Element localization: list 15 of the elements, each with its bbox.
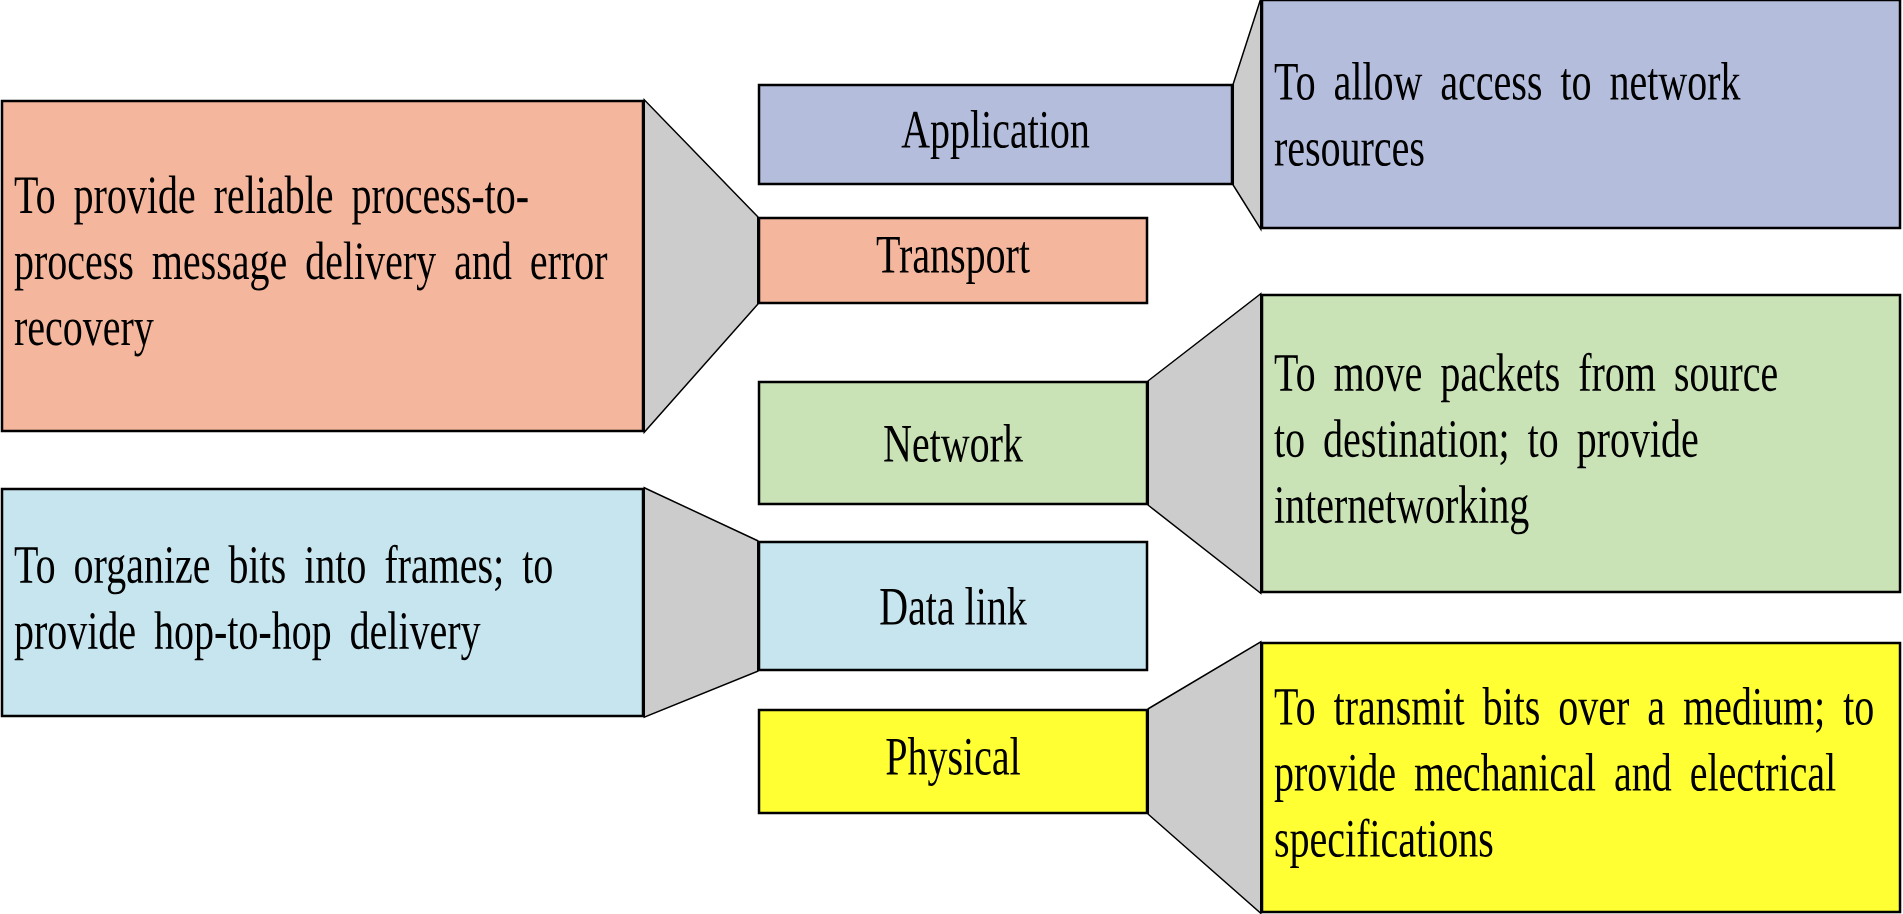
- funnel-connector: [1232, 0, 1262, 232]
- description-box: To move packets from source to destination; to provide internetworking: [1260, 293, 1902, 594]
- funnel-connector: [1147, 640, 1262, 914]
- description-box: To organize bits into frames; to provide hop-to-hop delivery: [0, 487, 645, 718]
- funnel-connector: [1147, 292, 1262, 595]
- layer-box: Data link: [757, 540, 1149, 672]
- layer-box: Network: [757, 380, 1149, 506]
- funnel-connector: [643, 486, 759, 719]
- layer-box: Application: [757, 83, 1234, 186]
- description-box: To allow access to network resources: [1260, 0, 1902, 230]
- description-box: To transmit bits over a medium; to provide mechanical and electrical specifications: [1260, 641, 1902, 914]
- funnel-connector: [643, 97, 759, 435]
- layer-box: Transport: [757, 216, 1149, 305]
- layer-box: Physical: [757, 708, 1149, 815]
- description-box: To provide reliable process-to-process message delivery and error recovery: [0, 99, 645, 433]
